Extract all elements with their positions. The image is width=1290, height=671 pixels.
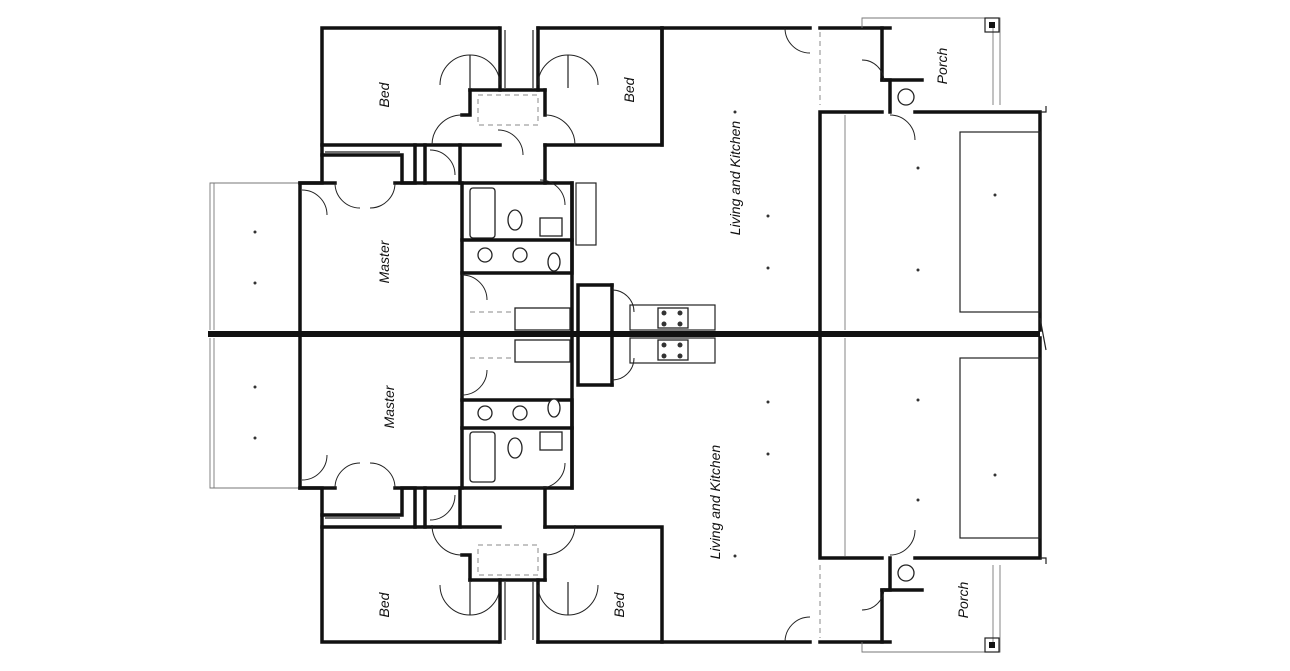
room-label-bottom-bed-left: Bed xyxy=(376,591,392,617)
room-label-bottom-porch: Porch xyxy=(955,582,971,619)
left-patio-top xyxy=(209,182,300,330)
garage-bottom xyxy=(818,336,1047,564)
garage-top xyxy=(818,106,1047,332)
room-label-top-master: Master xyxy=(376,239,392,283)
room-label-bottom-bed-right: Bed xyxy=(611,591,627,617)
top-unit-interior xyxy=(298,26,716,332)
room-label-top-bed-left: Bed xyxy=(376,81,392,107)
room-label-top-bed-right: Bed xyxy=(621,76,637,102)
bottom-unit-interior xyxy=(298,336,716,644)
porch-top xyxy=(819,17,1001,114)
room-label-bottom-living: Living and Kitchen xyxy=(707,445,723,560)
door-swings xyxy=(301,27,916,643)
porch-bottom xyxy=(819,556,1001,653)
room-label-top-porch: Porch xyxy=(934,48,950,85)
left-patio-bottom xyxy=(209,338,300,489)
garage-divider-stub xyxy=(1039,317,1047,351)
room-label-top-living: Living and Kitchen xyxy=(727,121,743,236)
ceiling-lights xyxy=(253,110,997,558)
room-label-bottom-master: Master xyxy=(381,384,397,428)
